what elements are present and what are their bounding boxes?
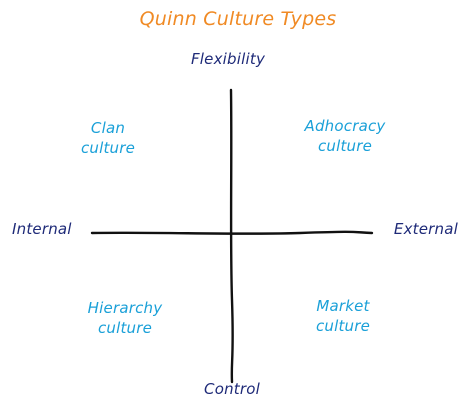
axis-label-bottom: Control xyxy=(204,380,260,398)
axis-label-right: External xyxy=(393,220,458,238)
quadrant-bottom-left-line-2: culture xyxy=(97,319,153,337)
quadrant-top-left-line-2: culture xyxy=(80,139,136,157)
quadrant-bottom-left-line-1: Hierarchy xyxy=(87,299,163,317)
horizontal-axis-line xyxy=(90,230,374,235)
quadrant-bottom-left: Hierarchy culture xyxy=(70,298,180,338)
diagram-title: Quinn Culture Types xyxy=(139,8,337,30)
quadrant-top-right: Adhocracy culture xyxy=(290,116,400,156)
quadrant-top-left-line-1: Clan xyxy=(90,119,126,137)
quadrant-bottom-right-line-1: Market xyxy=(316,297,370,315)
vertical-axis-line xyxy=(229,88,234,384)
quadrant-bottom-right-line-2: culture xyxy=(315,317,371,335)
axis-label-top: Flexibility xyxy=(190,50,266,68)
axis-label-left: Internal xyxy=(12,220,72,238)
quadrant-top-right-line-2: culture xyxy=(317,137,373,155)
quadrant-bottom-right: Market culture xyxy=(288,296,398,336)
quadrant-top-right-line-1: Adhocracy xyxy=(304,117,386,135)
quadrant-top-left: Clan culture xyxy=(68,118,148,158)
